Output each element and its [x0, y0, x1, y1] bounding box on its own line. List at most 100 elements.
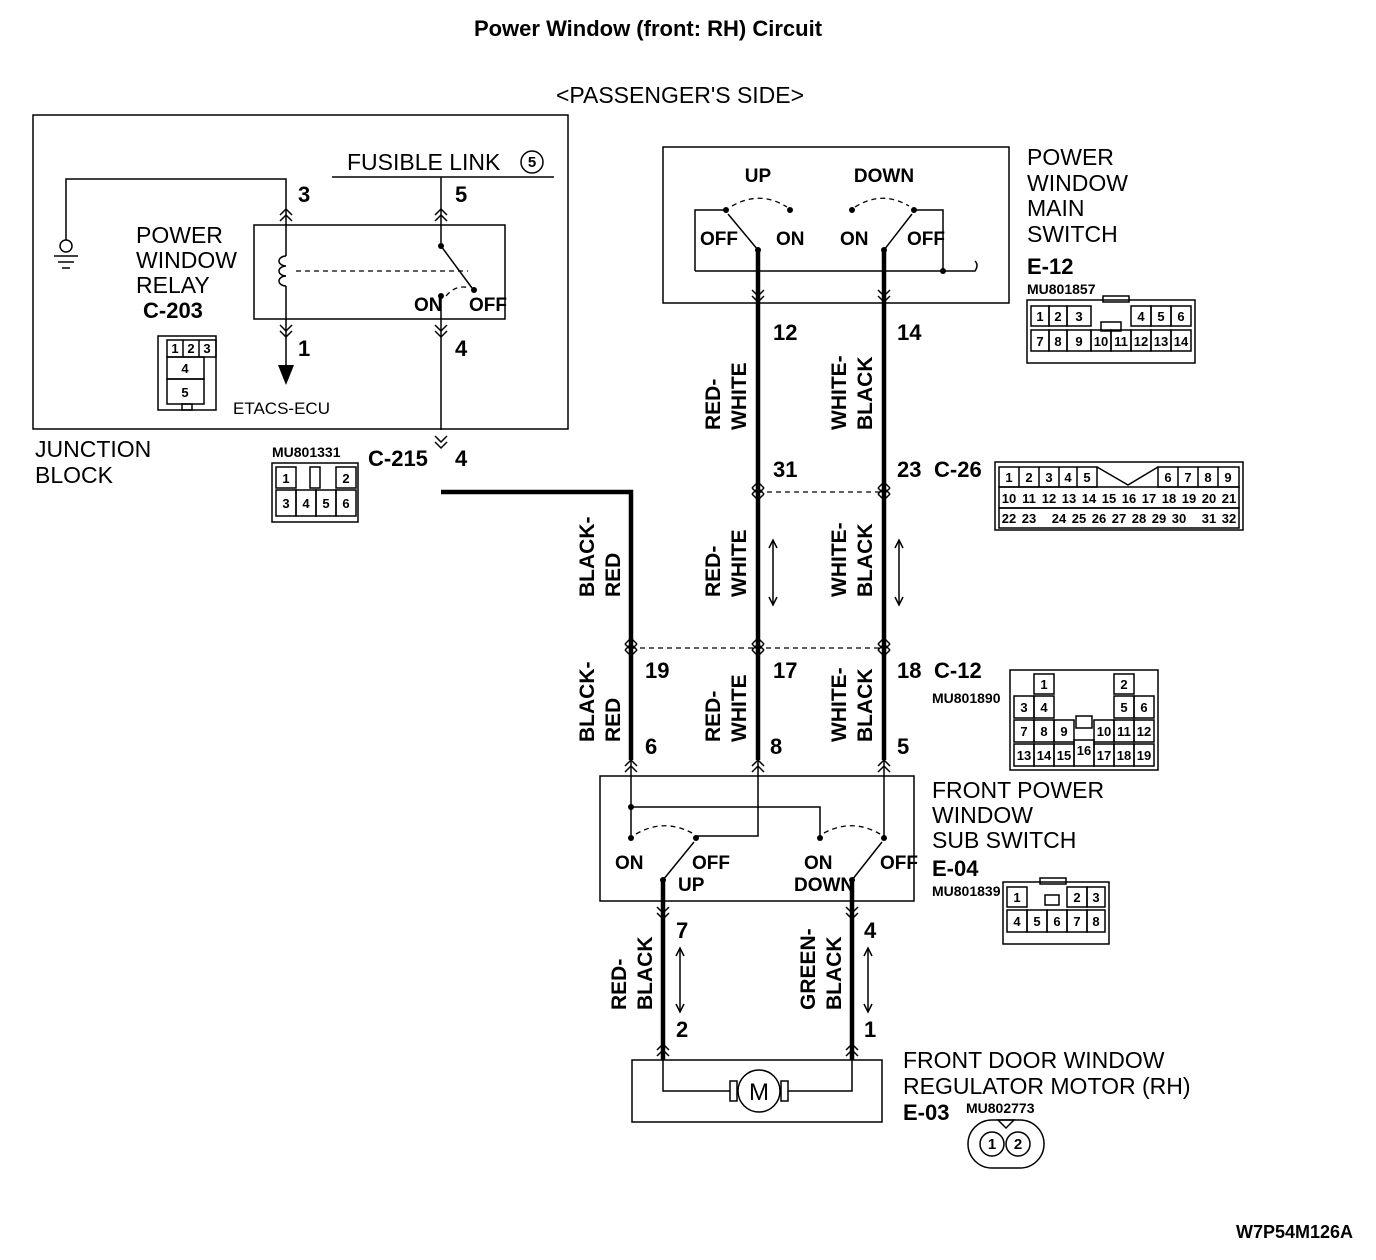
- diagram-title: Power Window (front: RH) Circuit: [474, 16, 823, 41]
- connector-cell: 6: [1053, 914, 1060, 929]
- connector-cell: 31: [1202, 511, 1216, 526]
- connector-cell: 7: [1073, 914, 1080, 929]
- connector-cell: 2: [1120, 677, 1127, 692]
- current-direction-arrow-icon: [863, 946, 873, 1014]
- main-switch-up-contact: [727, 213, 759, 251]
- wire-label-red: RED-: [608, 959, 631, 1010]
- connector-c12: C-12: [934, 658, 982, 683]
- connector-cell: 9: [1224, 470, 1231, 485]
- wire-label-red: RED: [602, 553, 625, 597]
- e04-connector-face: 1 2 3 4 5 6 7 8: [1002, 877, 1110, 945]
- connector-cell: 1: [282, 471, 289, 486]
- sub-switch-pin-6: 6: [645, 734, 657, 759]
- connector-cell: 8: [1040, 724, 1047, 739]
- sub-switch-label-3: SUB SWITCH: [932, 827, 1076, 853]
- connector-cell: 25: [1072, 511, 1086, 526]
- c12-pin-19: 19: [645, 658, 669, 683]
- power-window-relay: [253, 224, 506, 320]
- e12-part-number: MU801857: [1027, 281, 1096, 297]
- wire-label-black: BLACK: [823, 937, 846, 1011]
- connector-cell: 3: [203, 341, 210, 356]
- connector-cell: 10: [1097, 724, 1111, 739]
- main-up-on-label: ON: [776, 229, 805, 250]
- connector-cell: 4: [1013, 914, 1021, 929]
- connector-cell: 17: [1097, 748, 1111, 763]
- connector-cell: 14: [1037, 748, 1052, 763]
- c26-pin-31: 31: [773, 457, 797, 482]
- sub-switch-up-contact: [662, 841, 695, 881]
- c26-connector-face: 1 2 3 4 5 6 7 8 9 10 11 12 13 14 15 16 1…: [994, 461, 1244, 531]
- connector-cell: 16: [1122, 491, 1136, 506]
- wire-label-black: BLACK-: [576, 662, 599, 742]
- connector-cell: 22: [1002, 511, 1016, 526]
- connector-cell: 9: [1075, 334, 1082, 349]
- connector-cell: 3: [1075, 309, 1082, 324]
- wire-label-red: RED-: [702, 379, 725, 430]
- wire-label-black: BLACK-: [576, 517, 599, 597]
- connector-cell: 15: [1102, 491, 1116, 506]
- connector-cell: 16: [1077, 743, 1091, 758]
- current-direction-arrow-icon: [675, 946, 685, 1014]
- c215-part-number: MU801331: [272, 444, 341, 460]
- connector-cell: 11: [1117, 724, 1131, 739]
- connector-cell: 4: [1040, 700, 1048, 715]
- c12-pin-18: 18: [897, 658, 921, 683]
- connector-cell: 12: [1134, 334, 1148, 349]
- connector-cell: 8: [1092, 914, 1099, 929]
- connector-cell: 1: [171, 341, 178, 356]
- current-direction-arrow-icon: [768, 538, 778, 607]
- e03-connector-face: 1 2: [967, 1119, 1045, 1169]
- wire-label-black: BLACK: [854, 357, 877, 431]
- c12-connector-face: 1 2 3 4 5 6 7 8 9 10 11 12 13 14 15 16 1…: [1009, 669, 1159, 771]
- c203-connector-face: 1 2 3 4 5: [157, 335, 217, 411]
- e12-connector-face: 1 2 3 4 5 6 7 8 9 10 11 12 13 14: [1026, 295, 1196, 364]
- wire-label-red: RED-: [702, 546, 725, 597]
- connector-cell: 3: [1092, 890, 1099, 905]
- connector-cell: 9: [1060, 724, 1067, 739]
- connector-cell: 2: [342, 471, 349, 486]
- connector-cell: 17: [1142, 491, 1156, 506]
- connector-cell: 4: [1137, 309, 1145, 324]
- wire-label-black: BLACK: [854, 524, 877, 598]
- connector-cell: 15: [1057, 748, 1071, 763]
- connector-cell: 18: [1117, 748, 1131, 763]
- c26-pin-23: 23: [897, 457, 921, 482]
- connector-cell: 13: [1154, 334, 1168, 349]
- connector-cell: 6: [1177, 309, 1184, 324]
- connector-cell: 5: [322, 496, 329, 511]
- etacs-ecu-label: ETACS-ECU: [233, 399, 330, 418]
- connector-cell: 2: [1014, 1136, 1022, 1153]
- connector-cell: 7: [1020, 724, 1027, 739]
- front-power-window-sub-switch: ON OFF UP ON DOWN OFF FRONT POWER WINDOW…: [599, 759, 1104, 902]
- relay-pin-4: 4: [455, 336, 468, 361]
- connector-cell: 6: [1164, 470, 1171, 485]
- connector-cell: 2: [1073, 890, 1080, 905]
- motor-icon: [737, 1069, 781, 1113]
- main-switch-pin-12: 12: [773, 320, 797, 345]
- connector-cell: 32: [1222, 511, 1236, 526]
- e03-part-number: MU802773: [966, 1100, 1035, 1116]
- fusible-link-number: 5: [528, 154, 536, 171]
- sub-up-off-label: OFF: [692, 853, 730, 874]
- connector-cell: 13: [1017, 748, 1031, 763]
- connector-cell: 19: [1137, 748, 1151, 763]
- connector-cell: 1: [1036, 309, 1043, 324]
- relay-connector-c203: C-203: [143, 298, 203, 323]
- connector-c26: C-26: [934, 457, 982, 482]
- sub-down-off-label: OFF: [880, 853, 918, 874]
- main-switch-label-4: SWITCH: [1027, 221, 1118, 247]
- main-switch-pin-14: 14: [897, 320, 922, 345]
- sub-down-on-label: ON: [804, 853, 833, 874]
- connector-cell: 14: [1082, 491, 1097, 506]
- motor-symbol: M: [749, 1079, 769, 1106]
- connector-cell: 2: [1054, 309, 1061, 324]
- connector-cell: 5: [181, 385, 188, 400]
- connector-cell: 8: [1204, 470, 1211, 485]
- current-direction-arrow-icon: [894, 538, 904, 607]
- fusible-link-number-circle: [520, 150, 544, 174]
- sub-switch-pin-5: 5: [897, 734, 909, 759]
- connector-e03: E-03: [903, 1100, 949, 1125]
- sub-down-label: DOWN: [794, 875, 854, 896]
- diagram-subtitle: <PASSENGER'S SIDE>: [556, 82, 804, 108]
